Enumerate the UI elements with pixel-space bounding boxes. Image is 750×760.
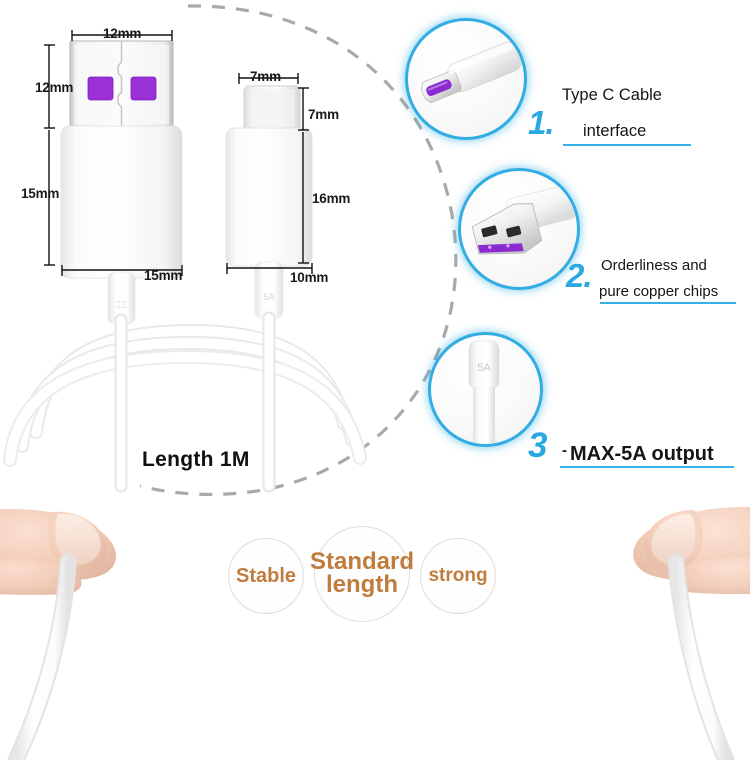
badge-standard-length-label: Standard length	[310, 548, 415, 598]
callout-2-line2: pure copper chips	[599, 283, 719, 300]
svg-text:⌶⌶: ⌶⌶	[116, 300, 127, 310]
svg-text:5A: 5A	[477, 362, 491, 374]
callout-1-underline	[563, 144, 691, 146]
dim-usb-a-body-height: 15mm	[21, 186, 60, 201]
dim-usb-a-head-height: 12mm	[35, 80, 74, 95]
dim-type-c-head-height: 7mm	[308, 107, 339, 122]
dim-type-c-width-bottom: 10mm	[290, 270, 329, 285]
dim-type-c-body-height: 16mm	[312, 191, 351, 206]
dim-usb-a-width-top: 12mm	[103, 26, 142, 41]
callout-3-separator: -	[562, 442, 567, 459]
cable-5a-marking-photo: 5A	[431, 335, 540, 444]
callout-2-underline	[600, 302, 736, 304]
badge-standard-length: Standard length	[310, 526, 414, 622]
badge-stable-label: Stable	[235, 564, 297, 587]
badge-strong: strong	[420, 538, 496, 614]
hands-cable-graphics	[0, 507, 750, 760]
callout-2-image-circle	[458, 168, 580, 290]
hand-holding-cable-right	[633, 507, 750, 595]
dim-type-c-width-top: 7mm	[250, 69, 281, 84]
dim-usb-a-width-bottom: 15mm	[144, 268, 183, 283]
badge-stable: Stable	[228, 538, 304, 614]
type-c-connector-photo	[408, 21, 524, 137]
callout-3-image-circle: 5A	[428, 332, 543, 447]
diagram-graphics: ⌶⌶ 5A	[3, 4, 458, 497]
svg-text:5A: 5A	[263, 292, 274, 302]
callout-1-line1: Type C Cable	[562, 86, 662, 104]
top-diagram-panel: ⌶⌶ 5A	[3, 4, 736, 497]
callout-2-number: 2.	[566, 257, 593, 294]
callout-1-number: 1.	[528, 104, 555, 141]
callout-1-image-circle	[405, 18, 527, 140]
usb-a-connector-photo	[461, 171, 577, 287]
callout-2-line1: Orderliness and	[601, 257, 707, 274]
badge-strong-label: strong	[428, 564, 488, 586]
cable-length-label: Length 1M	[142, 448, 250, 471]
callout-1-line2: interface	[583, 122, 647, 140]
callout-3-underline	[560, 466, 734, 468]
bottom-hands-panel	[0, 500, 750, 760]
callout-3-number: 3	[528, 426, 547, 465]
callout-3-line1: MAX-5A output	[570, 443, 714, 465]
